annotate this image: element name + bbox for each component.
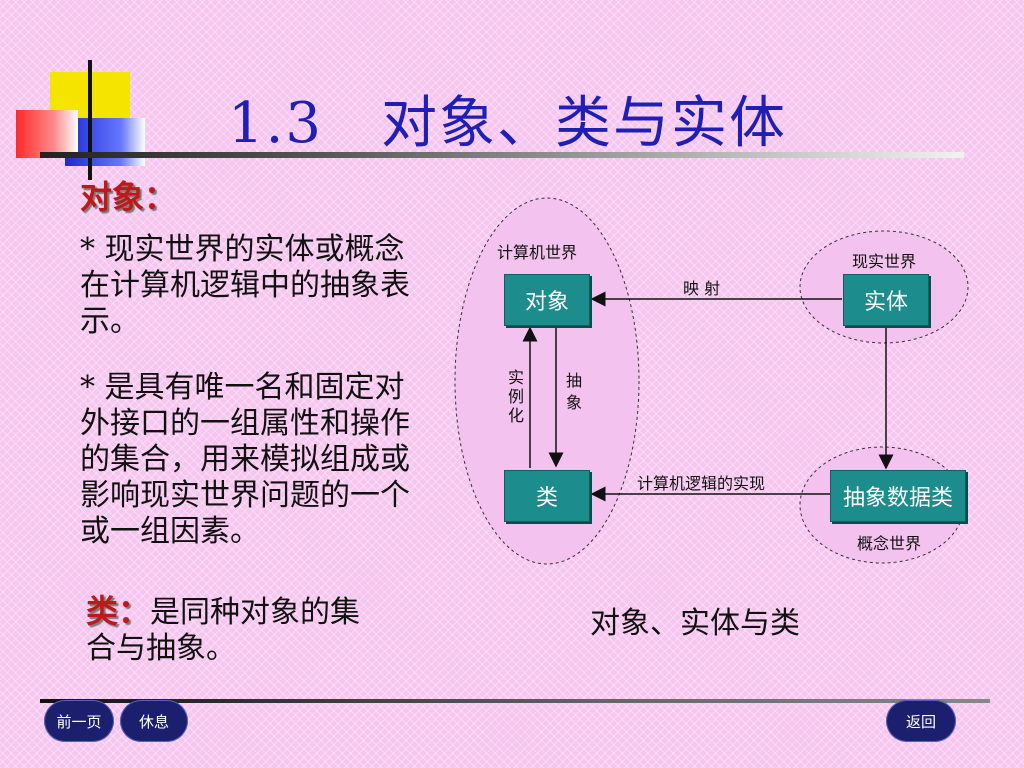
class-box: 类 xyxy=(504,470,590,522)
mapping-label: 映 射 xyxy=(683,279,721,298)
object-para-1: * 现实世界的实体或概念在计算机逻辑中的抽象表示。 xyxy=(80,232,410,339)
class-heading: 类： xyxy=(86,592,151,630)
diagram-caption: 对象、实体与类 xyxy=(590,606,800,641)
implementation-label: 计算机逻辑的实现 xyxy=(637,474,766,493)
prev-page-button[interactable]: 前一页 xyxy=(44,700,114,742)
title-underline xyxy=(40,152,964,158)
computer-world-ellipse xyxy=(454,197,640,565)
object-para-2: * 是具有唯一名和固定对外接口的一组属性和操作的集合，用来模拟组成或影响现实世界… xyxy=(80,370,410,549)
real-world-label: 现实世界 xyxy=(852,252,917,271)
back-button[interactable]: 返回 xyxy=(886,700,956,742)
computer-world-label: 计算机世界 xyxy=(497,243,578,262)
adt-box: 抽象数据类 xyxy=(830,470,966,522)
concept-world-label: 概念世界 xyxy=(857,534,922,553)
slide-title: 1.3 对象、类与实体 xyxy=(228,91,788,156)
class-text-2: 合与抽象。 xyxy=(86,631,236,666)
entity-box: 实体 xyxy=(843,274,929,326)
rest-button[interactable]: 休息 xyxy=(120,700,188,742)
class-text-1: 是同种对象的集 xyxy=(150,595,361,630)
instantiation-label: 实例化 xyxy=(508,368,525,425)
class-definition: 类：是同种对象的集 合与抽象。 xyxy=(86,593,446,667)
logo-blue-square xyxy=(65,118,145,166)
logo-vertical-line xyxy=(88,60,92,180)
object-box: 对象 xyxy=(504,274,590,326)
object-heading: 对象： xyxy=(80,178,177,216)
abstraction-label: 抽象 xyxy=(566,371,583,412)
logo-red-square xyxy=(16,110,78,158)
bottom-divider xyxy=(40,699,990,703)
